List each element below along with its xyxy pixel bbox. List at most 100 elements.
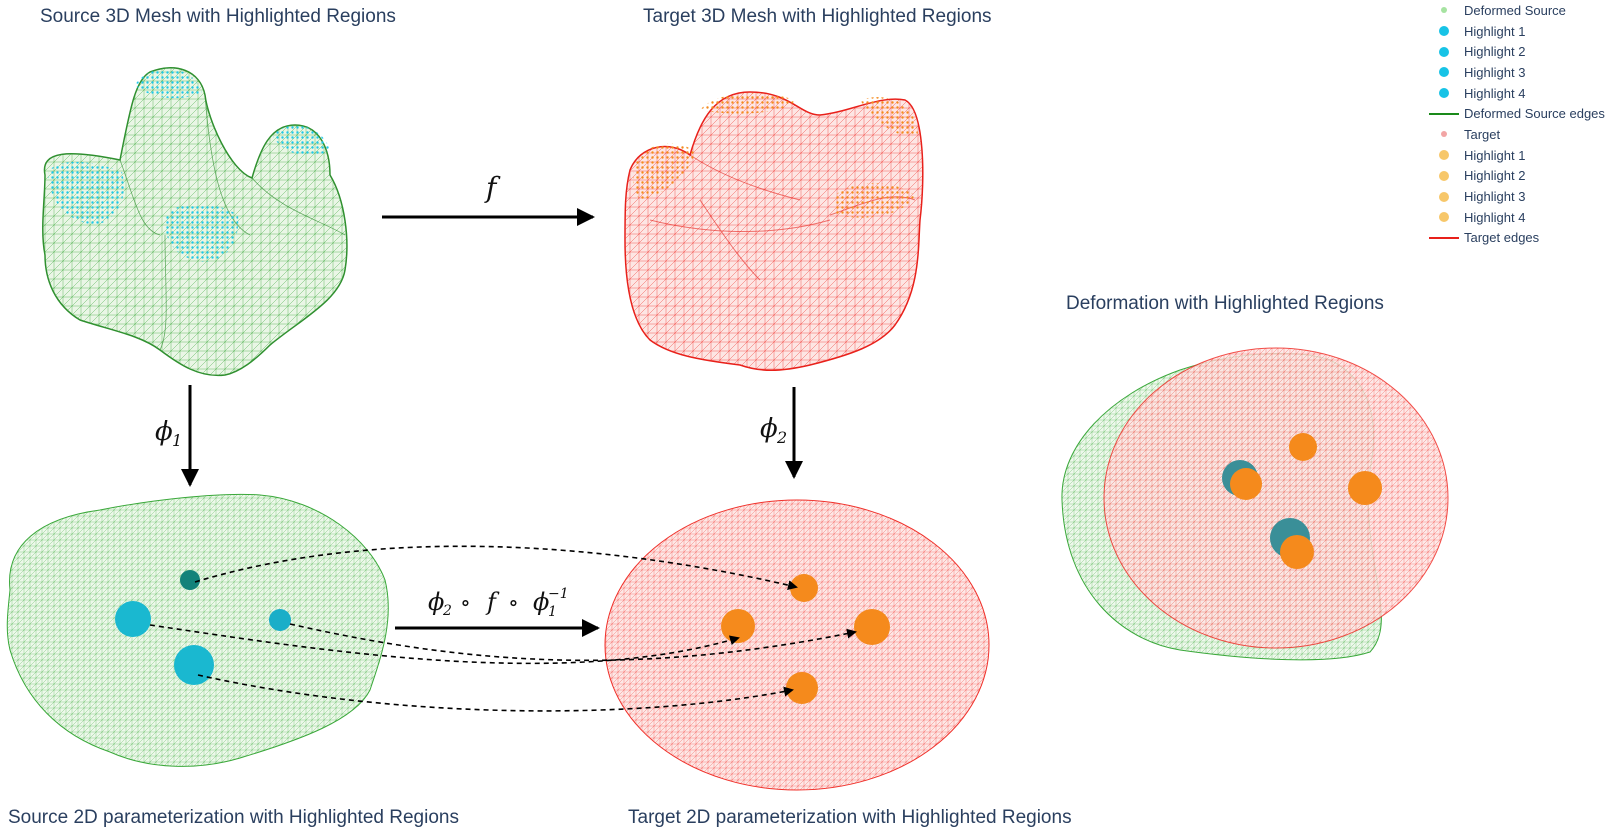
legend-label: Highlight 3 (1464, 64, 1526, 80)
target-2d-title: Target 2D parameterization with Highligh… (628, 807, 1072, 828)
legend-marker (1426, 65, 1462, 79)
label-composite-phi2: ϕ (428, 588, 444, 616)
correspondence-arrow-3 (149, 624, 740, 665)
arrow-f: f (382, 171, 595, 226)
correspondence-arrow-4 (197, 674, 794, 712)
legend-marker (1426, 210, 1462, 224)
source-3d-mesh (42, 67, 348, 377)
label-f: f (484, 171, 501, 204)
source-2d-highlight-3 (115, 601, 151, 637)
legend-item-target-highlight-3[interactable]: Highlight 3 (1426, 186, 1624, 207)
legend-label: Highlight 4 (1464, 209, 1526, 225)
correspondence-arrow-1 (194, 545, 798, 591)
source-3d-highlight-3 (48, 161, 124, 225)
target-2d-highlight-1 (790, 574, 818, 602)
legend-item-source-highlight-4[interactable]: Highlight 4 (1426, 83, 1624, 104)
source-3d-highlight-2 (272, 125, 330, 156)
legend-dot (1441, 7, 1447, 14)
label-phi1: ϕ (155, 417, 173, 447)
legend-label: Deformed Source (1464, 2, 1566, 18)
legend-dot (1441, 131, 1447, 138)
legend-marker (1426, 231, 1462, 245)
source-2d-highlight-4 (174, 645, 214, 685)
legend-item-target-edges[interactable]: Target edges (1426, 228, 1624, 249)
legend-line (1429, 236, 1459, 239)
target-3d-highlight-3 (633, 143, 695, 200)
legend-dot (1439, 26, 1449, 37)
legend-marker (1426, 107, 1462, 121)
deformation-target-highlight-3 (1348, 471, 1382, 505)
label-phi2: ϕ (760, 414, 778, 444)
legend-line (1429, 112, 1459, 115)
legend-marker (1426, 45, 1462, 59)
target-3d-title: Target 3D Mesh with Highlighted Regions (643, 6, 992, 27)
legend-marker (1426, 24, 1462, 38)
label-composite-circ2: ∘ (508, 591, 519, 616)
legend-dot (1439, 212, 1449, 223)
legend-marker (1426, 86, 1462, 100)
legend-label: Highlight 2 (1464, 44, 1526, 60)
label-composite-phi1-sub: 1 (548, 604, 557, 620)
legend-item-deformed-source[interactable]: Deformed Source (1426, 0, 1624, 21)
deformation-target-highlight-1 (1289, 433, 1317, 461)
legend-dot (1439, 46, 1449, 57)
legend-label: Highlight 1 (1464, 147, 1526, 163)
legend-dot (1439, 191, 1449, 202)
arrow-phi2: ϕ 2 (760, 387, 803, 479)
deformation-overlay (1061, 347, 1449, 661)
target-3d-mesh (624, 91, 924, 371)
target-2d-parameterization (604, 499, 990, 791)
legend-item-target-highlight-2[interactable]: Highlight 2 (1426, 166, 1624, 187)
legend-label: Highlight 3 (1464, 189, 1526, 205)
deformation-target-highlight-2 (1230, 468, 1262, 500)
source-2d-highlight-1 (180, 570, 200, 590)
label-phi1-sub: 1 (172, 431, 182, 450)
label-composite-phi2-sub: 2 (442, 603, 452, 619)
source-3d-highlight-4 (165, 203, 239, 262)
label-composite-phi1: ϕ (533, 588, 549, 616)
legend-item-target-highlight-1[interactable]: Highlight 1 (1426, 145, 1624, 166)
legend-item-source-highlight-1[interactable]: Highlight 1 (1426, 21, 1624, 42)
legend-marker (1426, 190, 1462, 204)
source-2d-highlight-2 (269, 609, 291, 631)
legend-marker (1426, 127, 1462, 141)
label-composite-phi1-sup: −1 (548, 586, 569, 602)
legend-dot (1439, 150, 1449, 161)
label-composite-circ1: ∘ (460, 591, 471, 616)
target-3d-highlight-1 (700, 93, 795, 114)
source-2d-title: Source 2D parameterization with Highligh… (8, 807, 459, 828)
correspondence-arrows (149, 545, 857, 712)
legend-item-target[interactable]: Target (1426, 124, 1624, 145)
label-composite-f: f (485, 588, 500, 616)
legend-label: Deformed Source edges (1464, 106, 1605, 122)
legend-label: Highlight 2 (1464, 168, 1526, 184)
legend-item-deformed-source-edges[interactable]: Deformed Source edges (1426, 103, 1624, 124)
legend-item-target-highlight-4[interactable]: Highlight 4 (1426, 207, 1624, 228)
legend-marker (1426, 169, 1462, 183)
legend: Deformed Source Highlight 1 Highlight 2 … (1426, 0, 1624, 248)
target-2d-highlight-4 (786, 672, 818, 704)
target-3d-highlight-4 (835, 182, 915, 218)
label-phi2-sub: 2 (776, 428, 787, 447)
arrow-composite: ϕ 2 ∘ f ∘ ϕ 1 −1 (395, 586, 600, 637)
legend-item-source-highlight-2[interactable]: Highlight 2 (1426, 41, 1624, 62)
legend-label: Highlight 1 (1464, 23, 1526, 39)
deformation-title: Deformation with Highlighted Regions (1066, 293, 1384, 314)
legend-dot (1439, 170, 1449, 181)
source-2d-parameterization (6, 493, 389, 767)
legend-item-source-highlight-3[interactable]: Highlight 3 (1426, 62, 1624, 83)
legend-label: Target edges (1464, 230, 1540, 246)
arrow-phi1: ϕ 1 (155, 385, 199, 487)
legend-marker (1426, 3, 1462, 17)
target-2d-highlight-2 (721, 609, 755, 643)
legend-dot (1439, 67, 1449, 78)
deformation-target-highlight-4 (1280, 535, 1314, 569)
legend-label: Target (1464, 126, 1501, 142)
legend-dot (1439, 88, 1449, 99)
target-2d-highlight-3 (854, 609, 890, 645)
legend-label: Highlight 4 (1464, 85, 1526, 101)
source-3d-highlight-1 (135, 68, 202, 99)
target-3d-highlight-2 (860, 97, 918, 137)
legend-marker (1426, 148, 1462, 162)
